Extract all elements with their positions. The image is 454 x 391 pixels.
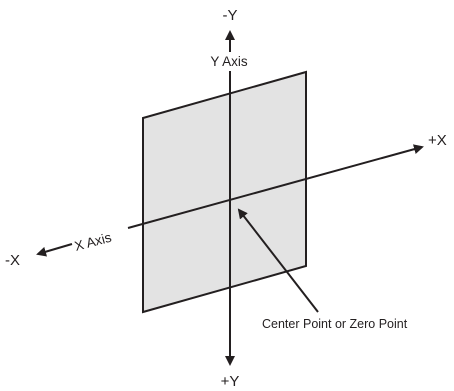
neg-x-label: -X	[5, 252, 20, 269]
y-axis-label: Y Axis	[210, 54, 248, 69]
neg-y-label: -Y	[223, 7, 238, 24]
x-axis-line	[127, 144, 424, 229]
x-axis-left-arrow	[36, 243, 73, 257]
pos-x-label: +X	[428, 132, 447, 149]
center-point-label: Center Point or Zero Point	[262, 317, 408, 331]
pos-y-label: +Y	[221, 373, 240, 390]
x-axis-label: X Axis	[73, 230, 113, 254]
plane	[142, 70, 307, 314]
center-point-pointer	[237, 208, 319, 313]
